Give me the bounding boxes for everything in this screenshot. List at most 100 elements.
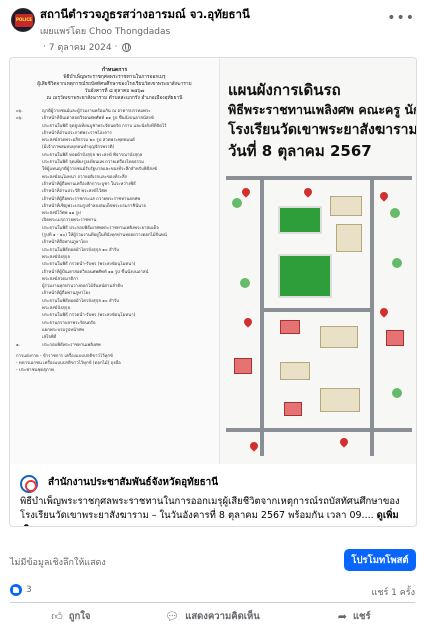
post-actions: 👍︎ ถูกใจ 💬︎ แสดงความคิดเห็น ➦ แชร์ [0, 604, 425, 629]
doc-row-text: ประธานในพิธี กรวดน้ำ-รับพร (พระสงฆ์อนุโม… [42, 313, 136, 319]
map-road [370, 176, 374, 456]
doc-row-time [16, 312, 42, 319]
doc-row-time [16, 247, 42, 254]
map-building [330, 196, 362, 216]
doc-row-text: เจ้าหน้าที่ผู้ถือพานภูษาโยง [42, 291, 91, 297]
comment-icon: 💬︎ [165, 610, 180, 623]
doc-row: ประธานในพิธี กรวดน้ำ-รับพร (พระสงฆ์อนุโม… [16, 261, 219, 268]
doc-row: ๑. ประกอบพิธีพระราชทานเพลิงศพ [16, 342, 219, 349]
globe-icon [122, 42, 132, 52]
doc-row-time [16, 298, 42, 305]
doc-row-text: ประธานในพิธี จุดธูปเทียนบูชาพระรัตนตรัย … [42, 123, 167, 129]
doc-row-text: เจ้าหน้าที่อ่านประกาศพระราชโองการ [42, 130, 112, 136]
doc-row-time [16, 181, 42, 188]
doc-row-text: ญาติผู้วายชนม์และผู้ร่วมงานพร้อมกัน ณ อา… [42, 109, 151, 114]
map-title-4: วันที่ 8 ตุลาคม 2567 [228, 142, 372, 160]
doc-row: ๐๖.เจ้าหน้าที่ปั้นเตาสอดวิจอนศพศัพท์ ๑๑ … [16, 115, 219, 122]
link-source-name[interactable]: สำนักงานประชาสัมพันธ์จังหวัดอุทัยธานี [48, 477, 219, 488]
doc-row-time [16, 305, 42, 312]
map-building [284, 402, 302, 416]
doc-heading-lines: พิธีบำเพ็ญพระราชกุศลพระราชทานในการออกเมร… [10, 74, 219, 102]
doc-row-text: เสร็จพิธี [42, 335, 57, 341]
map-pin-icon [338, 436, 350, 448]
police-badge-icon [15, 14, 33, 27]
doc-row-text: ประกอบพิธีพระราชทานเพลิงศพ [42, 342, 101, 348]
doc-row-time: ๐๖. [16, 109, 23, 114]
doc-row-time [16, 334, 42, 341]
promote-post-button[interactable]: โปรโมทโพสต์ [344, 549, 416, 571]
doc-schedule-rows: ๐๖. ญาติผู้วายชนม์และผู้ร่วมงานพร้อมกัน ณ… [10, 108, 219, 349]
doc-row-text: พระสงฆ์ไว้ศพ ๑๑ รูป [42, 211, 81, 217]
insights-text: ไม่มีข้อมูลเชิงลึกให้แสดง [10, 558, 106, 568]
link-preview[interactable]: สำนักงานประชาสัมพันธ์จังหวัดอุทัยธานี พิ… [10, 465, 416, 526]
doc-row-time [16, 188, 42, 195]
doc-row-text: พระสงฆ์สวดพระอภิธรรม ๒๐ รูป สวดพระพุทธมน… [42, 138, 135, 144]
doc-row: เจ้าหน้าที่ผู้ถือพานเครื่องสักการะบูชา ใ… [16, 181, 219, 188]
doc-row-time [16, 276, 42, 283]
page-avatar[interactable]: POLICE [11, 8, 35, 32]
doc-row: ประธานในพิธีทอดผ้าไตรบังสุกุล ๑๐ สำรับ [16, 247, 219, 254]
like-count[interactable]: 3 [26, 585, 32, 595]
doc-row-text: เจ้าหน้าที่ปั้นเตาสอดวิจอนศพศัพท์ ๑๑ รูป… [42, 116, 154, 122]
doc-row: ประธานในพิธีทอดผ้าไตรบังสุกุล ๑๐ สำรับ [16, 298, 219, 305]
comment-button[interactable]: 💬︎ แสดงความคิดเห็น [142, 604, 284, 629]
doc-heading-line: พิธีบำเพ็ญพระราชกุศลพระราชทานในการออกเมร… [63, 75, 166, 80]
doc-row: เสร็จพิธี [16, 334, 219, 341]
map-building [234, 358, 252, 374]
map-field [278, 254, 332, 298]
doc-row: พระสงฆ์ไว้ศพ ๑๑ รูป [16, 210, 219, 217]
doc-row-time [16, 320, 42, 327]
author-link[interactable]: Choo Thongdadas [89, 27, 171, 37]
doc-row-time [16, 254, 42, 261]
map-title-3: โรงเรียนวัดเขาพระยาสังฆาราม [228, 122, 416, 138]
doc-row-time [16, 269, 42, 276]
map-building [320, 388, 360, 412]
route-map-image[interactable]: แผนผังการเดินรถ พิธีพระราชทานเพลิงศพ คณะ… [220, 58, 416, 464]
schedule-document-image[interactable]: กำหนดการ พิธีบำเพ็ญพระราชกุศลพระราชทานใน… [10, 58, 220, 464]
doc-row-time: ๑. [16, 342, 21, 348]
post-meta: · 7 ตุลาคม 2024 · [40, 40, 132, 54]
map-road [260, 176, 264, 456]
prd-logo-icon [20, 475, 38, 493]
like-reaction-icon[interactable] [10, 584, 22, 596]
map-pin-icon [242, 316, 254, 328]
doc-row: (รูปที่ ๑ - ๑๐) ให้ผู้ร่วมงานที่อยู่ในที… [16, 232, 219, 239]
doc-row-time [16, 152, 42, 159]
doc-row: ประธานในพิธี ทอดผ้าบังสุกุล พระสงฆ์ พิจา… [16, 152, 219, 159]
share-count[interactable]: แชร์ 1 ครั้ง [371, 588, 415, 598]
doc-row: ประธานในพิธี ประกอบพิธีเผาศพพระราชทานเพล… [16, 225, 219, 232]
doc-foot-line: - ประชาชนชุดสุภาพ [16, 367, 54, 373]
doc-row: เจ้าหน้าที่อ่านประกาศพระราชโองการ [16, 130, 219, 137]
doc-row-text: พระสงฆ์อนุโมทนา ถวายอดิเรกและของที่ระลึก [42, 174, 128, 180]
doc-dress-code: การแต่งกาย - ข้าราชการ เครื่องแบบปกติขาว… [10, 353, 219, 374]
doc-row-text: ประธานในพิธี ประกอบพิธีเผาศพพระราชทานเพล… [42, 225, 159, 231]
posted-by-prefix: เผยแพร่โดย [40, 27, 87, 37]
map-pin-icon [240, 186, 252, 198]
doc-row: ให้ผู้แทนญาติผู้วายชนม์รับรัฐบาลและของที… [16, 166, 219, 173]
post-date-link[interactable]: 7 ตุลาคม 2024 [48, 43, 112, 53]
meta-dot: · [114, 42, 118, 52]
like-button[interactable]: 👍︎ ถูกใจ [0, 604, 142, 629]
see-more-link[interactable]: ดูเพิ่มเติม [20, 510, 399, 526]
page-name-link[interactable]: สถานีตำรวจภูธรสว่างอารมณ์ จว.อุทัยธานี [40, 7, 250, 21]
like-label: ถูกใจ [68, 611, 91, 622]
doc-row-time [16, 174, 42, 181]
doc-foot-line: การแต่งกาย - ข้าราชการ เครื่องแบบปกติขาว… [16, 353, 113, 359]
doc-row-time [16, 283, 42, 290]
link-attachment[interactable]: กำหนดการ พิธีบำเพ็ญพระราชกุศลพระราชทานใน… [9, 57, 417, 527]
doc-row-text: เจ้าหน้าที่ผู้ถือพานเครื่องสักการะบูชา ใ… [42, 181, 136, 187]
doc-row-text: ประธานในพิธี ทอดผ้าบังสุกุล พระสงฆ์ พิจา… [42, 152, 143, 158]
share-button[interactable]: ➦ แชร์ [283, 604, 425, 629]
doc-row-text: (มีเจ้าภาพสมทบทุกคนทำบุญจักรพรรดิ) [42, 145, 115, 151]
link-description: พิธีบำเพ็ญพระราชกุศลพระราชทานในการออกเมร… [20, 495, 410, 526]
share-label: แชร์ [352, 611, 371, 622]
doc-row-text: เจ้าหน้าที่ผู้ปั้นเตาสอดวิจอนศพศัพท์ ๑๑ … [42, 269, 149, 275]
doc-row-time [16, 261, 42, 268]
doc-row-time [16, 137, 42, 144]
doc-row: ๐๖. ญาติผู้วายชนม์และผู้ร่วมงานพร้อมกัน ณ… [16, 108, 219, 115]
doc-row-text: พระสงฆ์บังสุกุล [42, 254, 71, 260]
doc-row-text: ประธานในพิธีทอดผ้าไตรบังสุกุล ๑๐ สำรับ [42, 247, 120, 253]
attachment-images: กำหนดการ พิธีบำเพ็ญพระราชกุศลพระราชทานใน… [10, 58, 416, 464]
ellipsis-icon[interactable]: ••• [387, 10, 415, 26]
doc-row-time [16, 144, 42, 151]
